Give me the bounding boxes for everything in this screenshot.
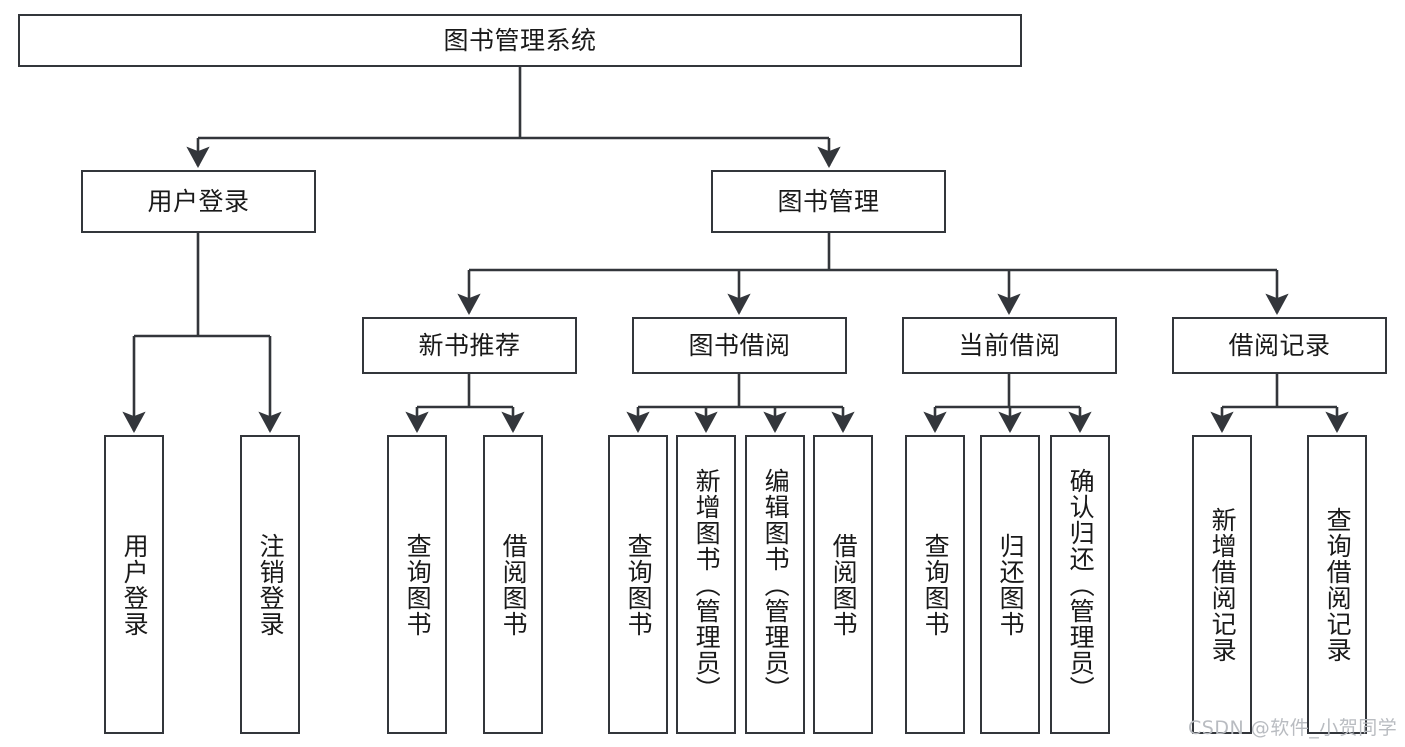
node-current-borrow[interactable]: 当前借阅 xyxy=(902,317,1117,374)
node-user-login-label: 用户登录 xyxy=(147,186,250,216)
leaf-query-book-3-label: 查询图书 xyxy=(921,532,951,637)
node-book-borrow[interactable]: 图书借阅 xyxy=(632,317,847,374)
node-current-borrow-label: 当前借阅 xyxy=(958,330,1061,360)
leaf-query-book-3[interactable]: 查询图书 xyxy=(905,435,965,734)
leaf-confirm-return[interactable]: 确认归还（管理员） xyxy=(1050,435,1110,734)
leaf-query-book-1-label: 查询图书 xyxy=(403,532,433,637)
node-book-borrow-label: 图书借阅 xyxy=(688,330,791,360)
node-new-book-recommend-label: 新书推荐 xyxy=(418,330,521,360)
csdn-watermark: CSDN @软件_小贺同学 xyxy=(1188,717,1398,739)
leaf-return-book-label: 归还图书 xyxy=(996,532,1026,637)
node-borrow-record[interactable]: 借阅记录 xyxy=(1172,317,1387,374)
leaf-logout-login-label: 注销登录 xyxy=(256,532,286,637)
leaf-logout-login[interactable]: 注销登录 xyxy=(240,435,300,734)
node-book-manage[interactable]: 图书管理 xyxy=(711,170,946,233)
leaf-add-book[interactable]: 新增图书（管理员） xyxy=(676,435,736,734)
leaf-edit-book[interactable]: 编辑图书（管理员） xyxy=(745,435,805,734)
leaf-add-book-label: 新增图书（管理员） xyxy=(692,467,722,702)
node-book-manage-label: 图书管理 xyxy=(777,186,880,216)
node-borrow-record-label: 借阅记录 xyxy=(1228,330,1331,360)
leaf-add-record-label: 新增借阅记录 xyxy=(1208,506,1238,663)
leaf-user-login-label: 用户登录 xyxy=(120,532,150,637)
leaf-query-record[interactable]: 查询借阅记录 xyxy=(1307,435,1367,734)
leaf-borrow-book-1-label: 借阅图书 xyxy=(499,532,529,637)
leaf-query-book-2-label: 查询图书 xyxy=(624,532,654,637)
leaf-query-book-1[interactable]: 查询图书 xyxy=(387,435,447,734)
leaf-add-record[interactable]: 新增借阅记录 xyxy=(1192,435,1252,734)
leaf-borrow-book-2[interactable]: 借阅图书 xyxy=(813,435,873,734)
leaf-query-record-label: 查询借阅记录 xyxy=(1323,506,1353,663)
leaf-confirm-return-label: 确认归还（管理员） xyxy=(1066,467,1096,702)
leaf-borrow-book-1[interactable]: 借阅图书 xyxy=(483,435,543,734)
leaf-borrow-book-2-label: 借阅图书 xyxy=(829,532,859,637)
node-root-system[interactable]: 图书管理系统 xyxy=(18,14,1022,67)
node-root-system-label: 图书管理系统 xyxy=(443,25,597,55)
node-user-login[interactable]: 用户登录 xyxy=(81,170,316,233)
leaf-query-book-2[interactable]: 查询图书 xyxy=(608,435,668,734)
node-new-book-recommend[interactable]: 新书推荐 xyxy=(362,317,577,374)
leaf-edit-book-label: 编辑图书（管理员） xyxy=(761,467,791,702)
leaf-return-book[interactable]: 归还图书 xyxy=(980,435,1040,734)
leaf-user-login[interactable]: 用户登录 xyxy=(104,435,164,734)
